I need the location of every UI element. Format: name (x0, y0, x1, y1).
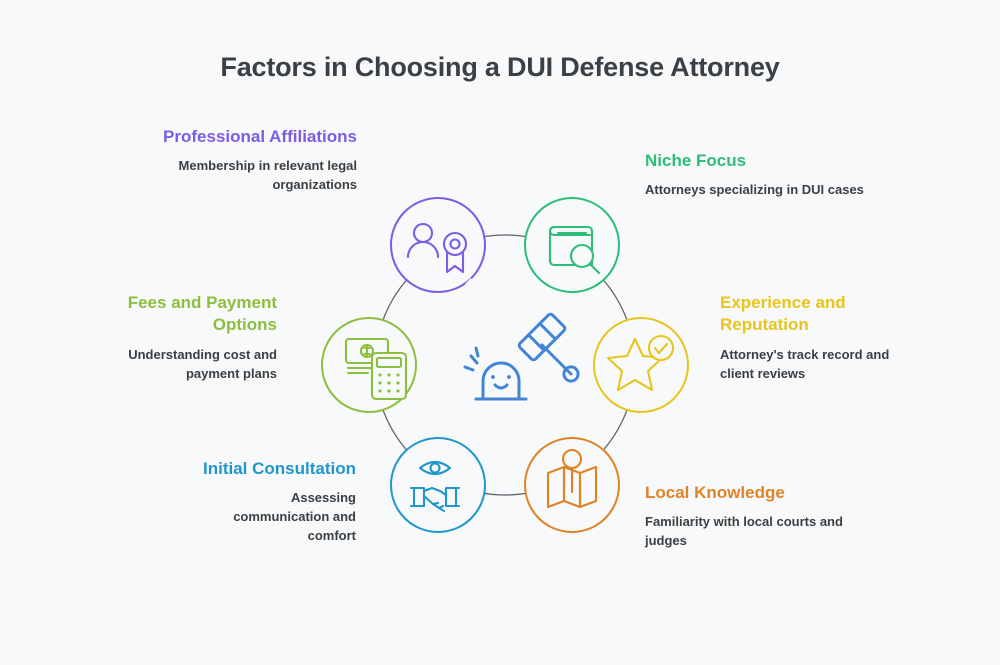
node-description: Attorney's track record and client revie… (720, 346, 890, 381)
node-heading: Professional Affiliations (163, 127, 357, 146)
pin-fees-payment-options[interactable] (320, 317, 418, 413)
node-heading: Experience and Reputation (720, 293, 846, 335)
node-label-experience-reputation: Experience and Reputation Attorney's tra… (720, 292, 892, 384)
node-heading: Local Knowledge (645, 483, 785, 502)
node-heading: Niche Focus (645, 151, 747, 170)
pin-initial-consultation[interactable] (372, 419, 505, 552)
node-label-initial-consultation: Initial Consultation Assessing communica… (196, 458, 356, 546)
pin-professional-affiliations[interactable] (372, 179, 505, 312)
node-description: Attorneys specializing in DUI cases (645, 182, 864, 198)
page-title: Factors in Choosing a DUI Defense Attorn… (220, 52, 780, 82)
node-description: Membership in relevant legal organizatio… (178, 158, 357, 193)
node-heading: Initial Consultation (203, 459, 356, 478)
pin-local-knowledge[interactable] (506, 419, 639, 552)
node-label-fees-payment-options: Fees and Payment Options Understanding c… (110, 292, 277, 384)
node-label-professional-affiliations: Professional Affiliations Membership in … (155, 126, 357, 195)
pin-niche-focus[interactable] (506, 179, 639, 312)
node-description: Familiarity with local courts and judges (645, 514, 843, 549)
node-heading: Fees and Payment Options (127, 293, 277, 335)
node-description: Understanding cost and payment plans (128, 346, 277, 381)
node-label-niche-focus: Niche Focus Attorneys specializing in DU… (645, 150, 875, 200)
center-icon-gavel (463, 312, 580, 401)
node-description: Assessing communication and comfort (233, 490, 356, 544)
pin-experience-reputation[interactable] (592, 317, 690, 413)
diagram-stage (290, 165, 720, 565)
node-label-local-knowledge: Local Knowledge Familiarity with local c… (645, 482, 875, 551)
